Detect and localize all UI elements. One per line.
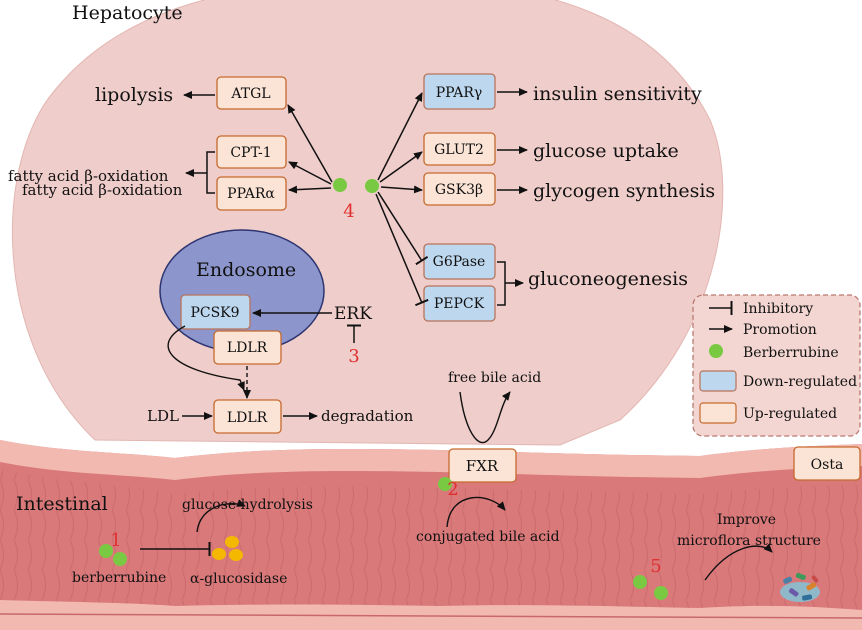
- marker-2: 2: [447, 479, 458, 500]
- outcome-lipolysis: lipolysis: [95, 84, 173, 106]
- arrow-improve-microflora: [704, 543, 773, 581]
- legend: Inhibitory Promotion Berberrubine Down-r…: [692, 294, 861, 437]
- arrow-pcsk9-ldlr: [167, 325, 245, 391]
- box-fxr: FXR: [448, 448, 517, 483]
- hepatocyte-title: Hepatocyte: [72, 2, 183, 24]
- berberrubine-dot: [438, 477, 452, 491]
- arrow-conjugated-bile-acid: [446, 496, 506, 528]
- berberrubine-dot: [333, 178, 347, 192]
- svg-text:LDLR: LDLR: [227, 410, 268, 426]
- inhibit-g6pase: [377, 191, 429, 266]
- svg-text:PEPCK: PEPCK: [434, 296, 485, 312]
- arrow-free-bile-acid: [459, 391, 511, 444]
- legend-inhibitory: Inhibitory: [743, 301, 813, 317]
- berberrubine-dot: [654, 586, 668, 600]
- arrow-to-ppara: [288, 185, 332, 194]
- svg-text:PCSK9: PCSK9: [190, 305, 239, 321]
- svg-text:PPARα: PPARα: [227, 186, 275, 202]
- endosome-label: Endosome: [196, 259, 296, 281]
- berberrubine-intestine-label: berberrubine: [72, 570, 166, 586]
- box-pcsk9: PCSK9: [180, 294, 251, 330]
- svg-text:ATGL: ATGL: [230, 86, 270, 102]
- box-osta: Osta: [793, 446, 861, 481]
- arrow-glucose-hydrolysis: [196, 499, 246, 533]
- outcome-glycogen: glycogen synthesis: [533, 180, 715, 202]
- degradation-label: degradation: [321, 407, 414, 425]
- improve-label-1: Improve: [717, 512, 776, 528]
- box-g6pase: G6Pase: [423, 243, 496, 280]
- legend-promotion: Promotion: [743, 322, 817, 338]
- arrow-to-gsk3b: [380, 185, 423, 194]
- free-bile-acid-label: free bile acid: [448, 370, 541, 386]
- intestinal-title: Intestinal: [16, 493, 108, 515]
- outcome-gluconeogenesis: gluconeogenesis: [528, 268, 688, 290]
- svg-text:Osta: Osta: [811, 457, 844, 473]
- box-pepck: PEPCK: [423, 285, 496, 322]
- marker-1: 1: [110, 530, 121, 551]
- arrow-to-pparg: [377, 92, 423, 181]
- outcome-glucose-uptake: glucose uptake: [533, 140, 679, 162]
- microflora-icon: [780, 572, 820, 602]
- berberrubine-dot: [99, 544, 113, 558]
- svg-text:LDLR: LDLR: [227, 340, 268, 356]
- box-glut2: GLUT2: [423, 132, 496, 166]
- svg-text:PPARγ: PPARγ: [436, 85, 483, 101]
- alpha-glucosidase-label: α-glucosidase: [190, 571, 287, 587]
- legend-berberrubine: Berberrubine: [743, 345, 839, 361]
- ldl-label: LDL: [147, 407, 179, 425]
- outcome-fao-2: fatty acid β-oxidation: [22, 181, 183, 199]
- marker-5: 5: [650, 556, 661, 577]
- box-ldlr-endosome: LDLR: [213, 330, 282, 365]
- box-gsk3b: GSK3β: [423, 172, 496, 206]
- alpha-glucosidase-cluster: [212, 536, 243, 561]
- svg-text:GSK3β: GSK3β: [435, 182, 483, 198]
- box-cpt1: CPT-1: [216, 135, 287, 169]
- legend-up: Up-regulated: [743, 406, 837, 422]
- svg-text:GLUT2: GLUT2: [434, 142, 484, 158]
- hepatocyte-cell: [11, 0, 724, 446]
- glucose-hydrolysis-label: glucose hydrolysis: [182, 497, 313, 513]
- erk-label: ERK: [334, 304, 372, 324]
- arrow-to-atgl: [287, 104, 333, 183]
- outcome-fao-1: fatty acid β-oxidation: [8, 167, 169, 185]
- berberrubine-dot: [113, 552, 127, 566]
- marker-4: 4: [343, 201, 354, 222]
- box-ppara: PPARα: [216, 176, 287, 211]
- inhibit-pepck: [375, 193, 429, 307]
- conjugated-bile-acid-label: conjugated bile acid: [416, 529, 560, 545]
- box-pparg: PPARγ: [423, 73, 496, 110]
- box-atgl: ATGL: [216, 76, 287, 110]
- outcome-insulin: insulin sensitivity: [533, 83, 702, 105]
- arrow-to-cpt1: [288, 161, 332, 185]
- intestine-tissue: [0, 440, 862, 630]
- svg-text:G6Pase: G6Pase: [433, 254, 486, 270]
- box-ldlr-membrane: LDLR: [213, 399, 282, 434]
- marker-3: 3: [348, 346, 359, 367]
- arrow-to-glut2: [379, 151, 423, 183]
- berberrubine-dot: [365, 179, 379, 193]
- legend-down: Down-regulated: [743, 374, 857, 390]
- berberrubine-dot: [633, 575, 647, 589]
- svg-text:CPT-1: CPT-1: [230, 145, 271, 161]
- svg-text:FXR: FXR: [466, 457, 499, 475]
- improve-label-2: microflora structure: [677, 533, 821, 549]
